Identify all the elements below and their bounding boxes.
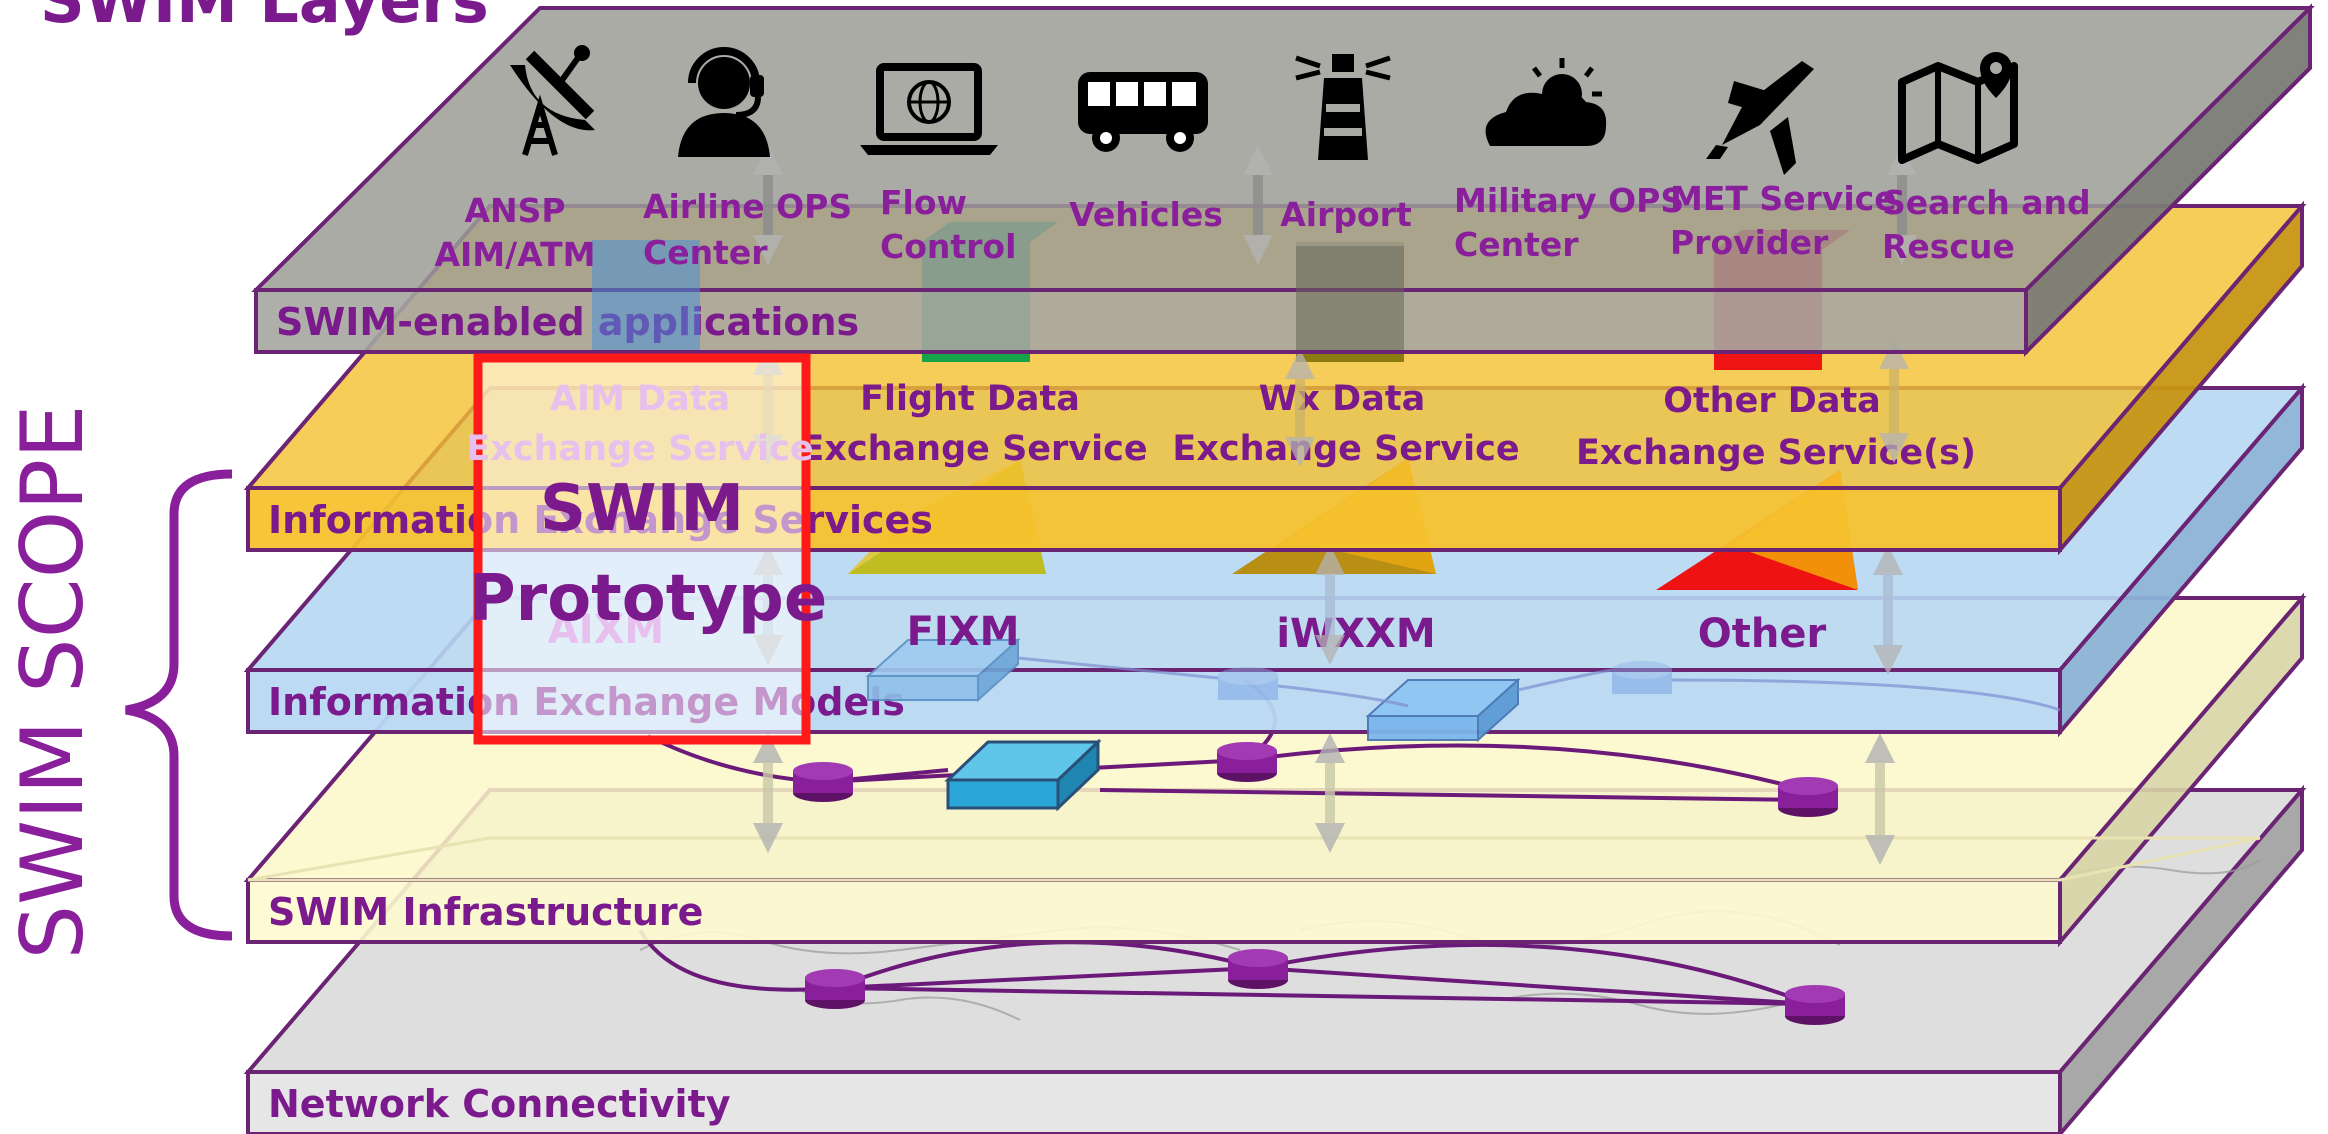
svg-text:Rescue: Rescue	[1882, 227, 2015, 266]
laptop-globe-icon	[860, 63, 998, 155]
svg-text:Control: Control	[880, 227, 1016, 266]
network-node-2	[1228, 949, 1288, 989]
svg-text:Search and: Search and	[1882, 183, 2091, 222]
svg-text:Other Data: Other Data	[1663, 381, 1881, 421]
app-label-search-rescue: Search and Rescue	[1882, 183, 2091, 266]
app-label-military-ops: Military OPS Center	[1454, 181, 1684, 264]
svg-text:Vehicles: Vehicles	[1069, 195, 1223, 234]
service-flight-data: Flight Data Exchange Service	[800, 379, 1147, 469]
service-aim-line2: Exchange Service	[466, 429, 813, 469]
app-box-ansp	[592, 240, 700, 350]
app-box-wx	[1296, 246, 1404, 350]
app-label-airport: Airport	[1280, 195, 1412, 234]
layer-label-applications: SWIM-enabled applications	[276, 300, 859, 344]
scope-brace	[125, 469, 233, 941]
swim-prototype-box: AIM Data Exchange Service AIXM SWIM Prot…	[466, 353, 828, 745]
map-pin-icon	[1898, 52, 2018, 164]
service-other-data: Other Data Exchange Service(s)	[1576, 381, 1976, 473]
svg-text:ANSP: ANSP	[464, 191, 565, 230]
service-aim-line1: AIM Data	[550, 379, 730, 419]
model-box-2	[1365, 677, 1521, 743]
network-node-1	[805, 969, 865, 1009]
network-node-3	[1785, 985, 1845, 1025]
svg-text:Flow: Flow	[880, 183, 967, 222]
prototype-label-line2: Prototype	[469, 562, 828, 636]
app-label-ansp: ANSP AIM/ATM	[434, 191, 595, 274]
svg-text:AIM/ATM: AIM/ATM	[434, 235, 595, 274]
infra-server-box	[944, 738, 1102, 812]
svg-text:Center: Center	[643, 233, 768, 272]
svg-text:Military OPS: Military OPS	[1454, 181, 1684, 220]
model-label-iwxxm: iWXXM	[1276, 611, 1435, 657]
app-label-vehicles: Vehicles	[1069, 195, 1223, 234]
app-label-airline-ops: Airline OPS Center	[643, 187, 852, 272]
headset-operator-icon	[678, 47, 770, 157]
scope-label: SWIM SCOPE	[3, 404, 103, 959]
fighter-jet-icon	[1706, 61, 1814, 175]
svg-text:Exchange Service: Exchange Service	[1172, 429, 1519, 469]
infra-node-2	[1217, 742, 1277, 782]
svg-text:Wx Data: Wx Data	[1259, 379, 1425, 419]
app-label-met-service: MET Service Provider	[1670, 179, 1897, 262]
lighthouse-icon	[1295, 54, 1391, 160]
model-links	[1017, 656, 2061, 712]
model-node-faint-1	[1218, 667, 1278, 700]
model-label-other: Other	[1698, 611, 1827, 657]
infra-node-1	[793, 762, 853, 802]
app-arrows	[753, 145, 1917, 265]
svg-text:Flight Data: Flight Data	[860, 379, 1080, 419]
cloud-sun-icon	[1485, 58, 1607, 146]
svg-text:Provider: Provider	[1670, 223, 1829, 262]
diagram-title: SWIM Layers	[40, 0, 489, 37]
svg-text:Exchange Service: Exchange Service	[800, 429, 1147, 469]
svg-text:Exchange Service(s): Exchange Service(s)	[1576, 433, 1976, 473]
svg-text:Airline OPS: Airline OPS	[643, 187, 852, 226]
layer-label-infrastructure: SWIM Infrastructure	[268, 890, 703, 934]
model-node-faint-2	[1612, 661, 1672, 694]
infra-node-3	[1778, 777, 1838, 817]
app-label-flow-control: Flow Control	[880, 183, 1016, 266]
satellite-dish-icon	[510, 45, 595, 156]
bus-icon	[1078, 72, 1208, 152]
layer-label-network: Network Connectivity	[268, 1082, 731, 1126]
model-box-1	[865, 637, 1021, 703]
svg-text:MET Service: MET Service	[1670, 179, 1897, 218]
model-label-aixm: AIXM	[548, 607, 664, 653]
prototype-label-line1: SWIM	[540, 472, 744, 546]
svg-text:Airport: Airport	[1280, 195, 1412, 234]
infra-arrows	[753, 733, 1895, 865]
svg-text:Center: Center	[1454, 225, 1579, 264]
model-label-fixm: FIXM	[907, 609, 1020, 655]
